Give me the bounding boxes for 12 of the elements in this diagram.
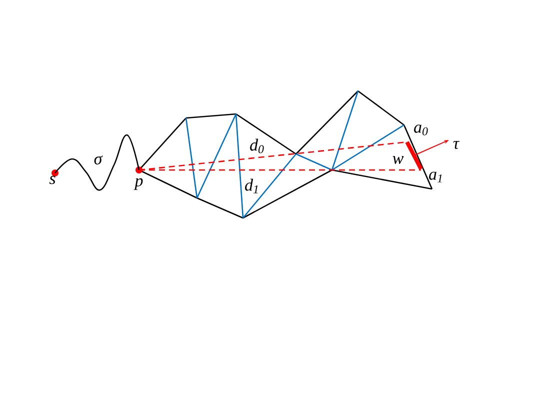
wavy-curve	[54, 134, 140, 191]
point-label: a$_{1}$	[429, 172, 442, 182]
point-label: τ	[453, 141, 460, 149]
edge-label: σ	[94, 156, 103, 164]
point-dot	[52, 170, 58, 176]
point-label: s	[49, 176, 56, 184]
point-label: d$_{1}$	[245, 178, 258, 194]
point-label: w	[392, 156, 404, 164]
point-dot	[136, 166, 142, 174]
point-label: p	[134, 178, 143, 190]
point-label: a$_{0}$	[414, 124, 428, 136]
point-label: d$_{0}$	[250, 138, 264, 154]
